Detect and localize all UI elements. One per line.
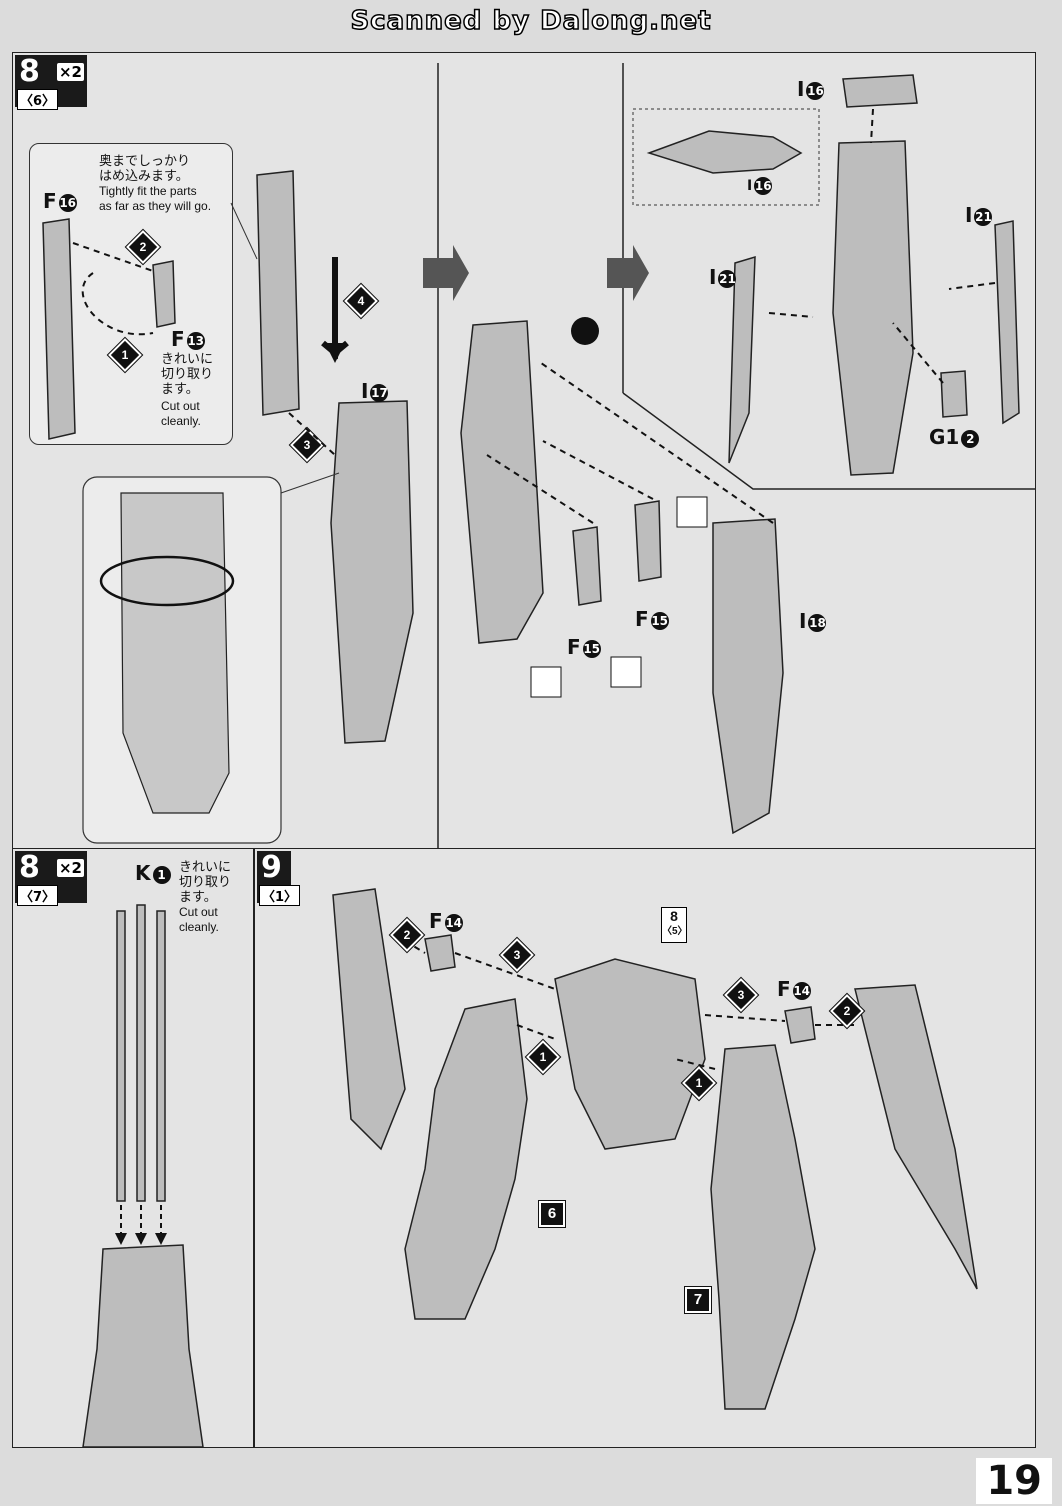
step-number: 8 — [19, 54, 40, 89]
step-number: 8 — [19, 850, 40, 885]
part-drawings-step8-6 — [42, 74, 1020, 844]
note-en-line: as far as they will go. — [99, 199, 212, 213]
step-badge: 8 〈7〉 ×2 — [15, 850, 87, 906]
cut-en-line: cleanly. — [179, 920, 219, 934]
order-number: 2 — [843, 1004, 851, 1018]
page-number: 19 — [976, 1458, 1052, 1504]
part-letter: F — [635, 607, 649, 631]
note-jp: 奥までしっかり はめ込みます。 — [99, 153, 190, 183]
cut-en-line: cleanly. — [161, 414, 201, 428]
step-subnumber: 〈6〉 — [17, 89, 59, 110]
order-number: 3 — [737, 988, 745, 1002]
step-8-6-panel: 8 〈6〉 ×2 奥までしっかり はめ込みます。 Tightly fit the… — [12, 52, 1036, 850]
cut-jp-line: 切り取り — [179, 874, 232, 889]
part-letter: I — [797, 77, 805, 101]
cut-jp-line: ます。 — [179, 889, 217, 904]
part-number: 16 — [754, 177, 773, 195]
step-multiplier: ×2 — [56, 859, 84, 877]
part-number: 21 — [974, 207, 993, 226]
panel-dividers — [437, 63, 1035, 849]
order-number: 3 — [513, 948, 521, 962]
part-letter: I — [965, 203, 973, 227]
step-multiplier: ×2 — [56, 63, 84, 81]
part-marker-7: 7 — [684, 1286, 712, 1314]
part-number: 16 — [58, 193, 77, 212]
part-number: 1 — [152, 865, 171, 884]
cut-en-line: Cut out — [161, 399, 200, 413]
reference-step-number: 8 — [670, 908, 678, 924]
cut-jp-line: きれいに — [179, 859, 232, 874]
part-letter: G1 — [929, 425, 960, 449]
part-drawings-step9-1 — [332, 888, 978, 1410]
cut-note-en: Cut out cleanly. — [161, 399, 201, 429]
part-letter: K — [135, 861, 151, 885]
step-badge: 9 〈1〉 — [257, 850, 301, 906]
reference-step-sub: 〈5〉 — [662, 926, 688, 937]
part-number: 15 — [650, 611, 669, 630]
part-letter: F — [777, 977, 791, 1001]
cut-note-en: Cut out cleanly. — [179, 905, 219, 935]
part-letter: I — [747, 178, 753, 194]
part-letter: I — [799, 609, 807, 633]
cut-jp-line: 切り取り — [161, 366, 214, 381]
part-letter: I — [709, 265, 717, 289]
order-number: 1 — [539, 1050, 547, 1064]
part-number: 15 — [582, 639, 601, 658]
part-marker-6: 6 — [538, 1200, 566, 1228]
part-number: 21 — [718, 269, 737, 288]
part-letter: F — [429, 909, 443, 933]
cut-note-jp: きれいに 切り取り ます。 — [161, 351, 213, 396]
part-letter: F — [567, 635, 581, 659]
step-number: 9 — [261, 850, 282, 885]
part-number: 2 — [961, 429, 980, 448]
part-number: 14 — [444, 913, 463, 932]
part-drawings-step8-7 — [82, 904, 204, 1448]
note-en-line: Tightly fit the parts — [99, 184, 197, 198]
part-letter: F — [43, 189, 57, 213]
step-badge: 8 〈6〉 ×2 — [15, 54, 87, 110]
step-subnumber: 〈7〉 — [17, 885, 59, 906]
note-en: Tightly fit the parts as far as they wil… — [99, 184, 211, 214]
note-jp-line: 奥までしっかり — [99, 153, 191, 168]
part-letter: F — [171, 327, 185, 351]
cut-jp-line: きれいに — [161, 351, 214, 366]
reference-step-box: 8 〈5〉 — [661, 907, 688, 943]
step-subnumber: 〈1〉 — [259, 885, 301, 906]
order-number: 1 — [695, 1076, 703, 1090]
part-number: 14 — [792, 981, 811, 1000]
cut-note-jp: きれいに 切り取り ます。 — [179, 859, 231, 904]
cut-en-line: Cut out — [179, 905, 218, 919]
order-number: 2 — [403, 928, 411, 942]
note-jp-line: はめ込みます。 — [99, 168, 189, 183]
part-number: 18 — [808, 613, 827, 632]
part-letter: I — [361, 379, 369, 403]
part-number: 17 — [370, 383, 389, 402]
part-number: 16 — [806, 81, 825, 100]
cut-jp-line: ます。 — [161, 381, 199, 396]
watermark: Scanned by Dalong.net — [350, 5, 712, 37]
part-number: 13 — [186, 331, 205, 350]
